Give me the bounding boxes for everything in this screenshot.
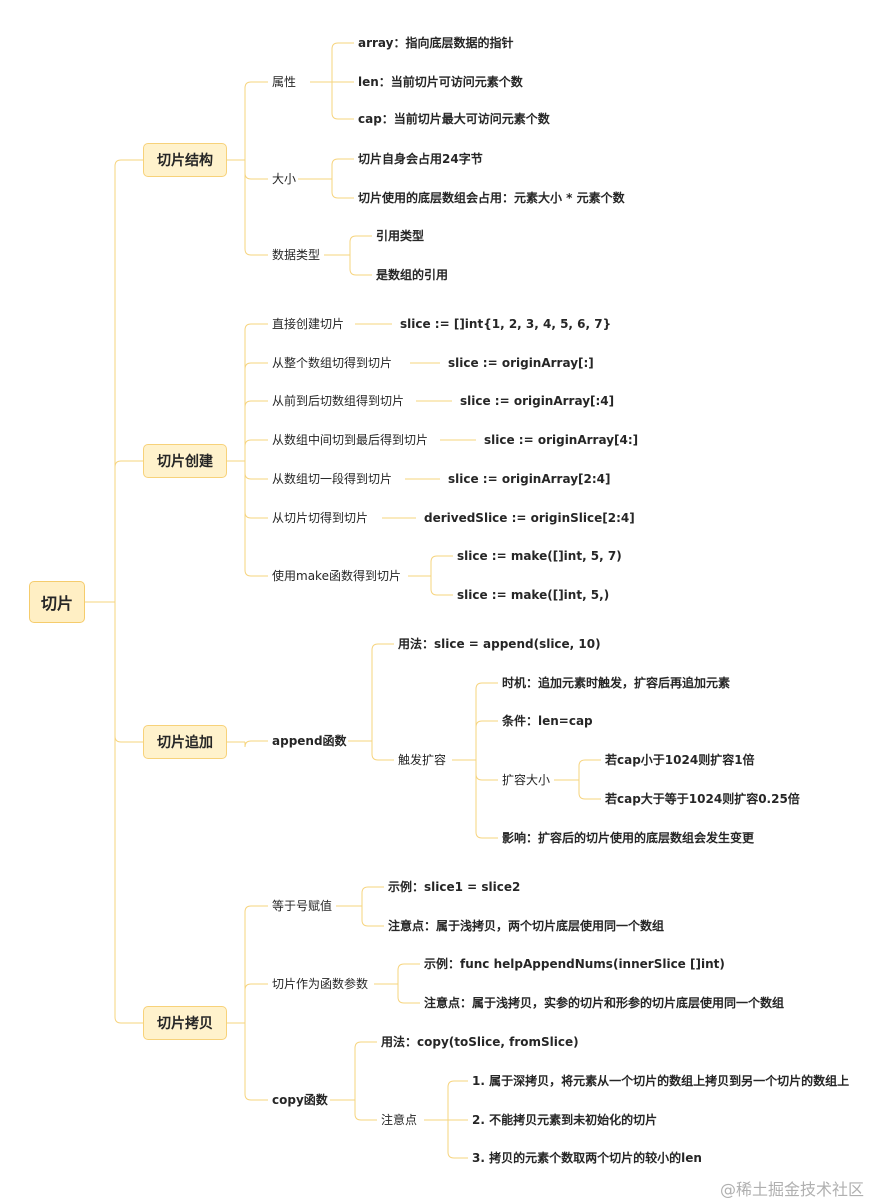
node-copy-func-notes[interactable]: 注意点 [381, 1113, 418, 1127]
node-attributes[interactable]: 属性 [272, 75, 297, 89]
node-grow-size-large[interactable]: 若cap大于等于1024则扩容0.25倍 [605, 792, 800, 806]
node-grow-size[interactable]: 扩容大小 [502, 773, 551, 787]
node-size[interactable]: 大小 [272, 172, 297, 186]
node-create-make-code1[interactable]: slice := make([]int, 5, 7) [457, 549, 622, 563]
node-create-from-slice[interactable]: 从切片切得到切片 [272, 511, 369, 525]
node-data-type[interactable]: 数据类型 [272, 248, 321, 262]
node-create-segment[interactable]: 从数组切一段得到切片 [272, 472, 393, 486]
node-copy-note-1[interactable]: 1. 属于深拷贝，将元素从一个切片的数组上拷贝到另一个切片的数组上 [472, 1074, 850, 1088]
node-append-func[interactable]: append函数 [272, 734, 347, 748]
node-create-direct[interactable]: 直接创建切片 [272, 317, 345, 331]
topic-slice-append[interactable]: 切片追加 [143, 725, 227, 759]
node-copy-assign-example[interactable]: 示例：slice1 = slice2 [388, 880, 521, 894]
node-attr-cap[interactable]: cap：当前切片最大可访问元素个数 [358, 112, 550, 126]
node-attr-len[interactable]: len：当前切片可访问元素个数 [358, 75, 523, 89]
watermark: @稀土掘金技术社区 [720, 1180, 865, 1199]
node-copy-func-usage[interactable]: 用法：copy(toSlice, fromSlice) [381, 1035, 579, 1049]
root-node[interactable]: 切片 [29, 581, 85, 623]
node-grow-effect[interactable]: 影响：扩容后的切片使用的底层数组会发生变更 [502, 831, 755, 845]
node-size-array[interactable]: 切片使用的底层数组会占用：元素大小 * 元素个数 [358, 191, 625, 205]
node-copy-param-example[interactable]: 示例：func helpAppendNums(innerSlice []int) [424, 957, 725, 971]
node-grow-condition[interactable]: 条件：len=cap [502, 714, 593, 728]
node-append-grow[interactable]: 触发扩容 [398, 753, 447, 767]
node-create-whole[interactable]: 从整个数组切得到切片 [272, 356, 393, 370]
node-copy-assign-note[interactable]: 注意点：属于浅拷贝，两个切片底层使用同一个数组 [388, 919, 665, 933]
node-create-direct-code[interactable]: slice := []int{1, 2, 3, 4, 5, 6, 7} [400, 317, 612, 331]
node-type-reference[interactable]: 引用类型 [376, 229, 425, 243]
node-create-make[interactable]: 使用make函数得到切片 [272, 569, 401, 583]
node-append-usage[interactable]: 用法：slice = append(slice, 10) [398, 637, 601, 651]
node-copy-note-3[interactable]: 3. 拷贝的元素个数取两个切片的较小的len [472, 1151, 702, 1165]
topic-slice-copy[interactable]: 切片拷贝 [143, 1006, 227, 1040]
node-grow-size-small[interactable]: 若cap小于1024则扩容1倍 [605, 753, 755, 767]
node-size-self[interactable]: 切片自身会占用24字节 [358, 152, 483, 166]
node-create-head-code[interactable]: slice := originArray[:4] [460, 394, 615, 408]
node-type-array-ref[interactable]: 是数组的引用 [376, 268, 449, 282]
node-create-make-code2[interactable]: slice := make([]int, 5,) [457, 588, 610, 602]
node-create-head[interactable]: 从前到后切数组得到切片 [272, 394, 405, 408]
node-copy-note-2[interactable]: 2. 不能拷贝元素到未初始化的切片 [472, 1113, 658, 1127]
node-copy-func[interactable]: copy函数 [272, 1093, 328, 1107]
node-create-from-slice-code[interactable]: derivedSlice := originSlice[2:4] [424, 511, 635, 525]
node-create-tail[interactable]: 从数组中间切到最后得到切片 [272, 433, 429, 447]
node-create-tail-code[interactable]: slice := originArray[4:] [484, 433, 639, 447]
node-grow-timing[interactable]: 时机：追加元素时触发，扩容后再追加元素 [502, 676, 731, 690]
node-create-whole-code[interactable]: slice := originArray[:] [448, 356, 594, 370]
topic-slice-structure[interactable]: 切片结构 [143, 143, 227, 177]
node-copy-param-note[interactable]: 注意点：属于浅拷贝，实参的切片和形参的切片底层使用同一个数组 [424, 996, 785, 1010]
node-copy-param[interactable]: 切片作为函数参数 [272, 977, 369, 991]
node-copy-assign[interactable]: 等于号赋值 [272, 899, 333, 913]
node-attr-array[interactable]: array：指向底层数据的指针 [358, 36, 514, 50]
topic-slice-creation[interactable]: 切片创建 [143, 444, 227, 478]
node-create-segment-code[interactable]: slice := originArray[2:4] [448, 472, 611, 486]
